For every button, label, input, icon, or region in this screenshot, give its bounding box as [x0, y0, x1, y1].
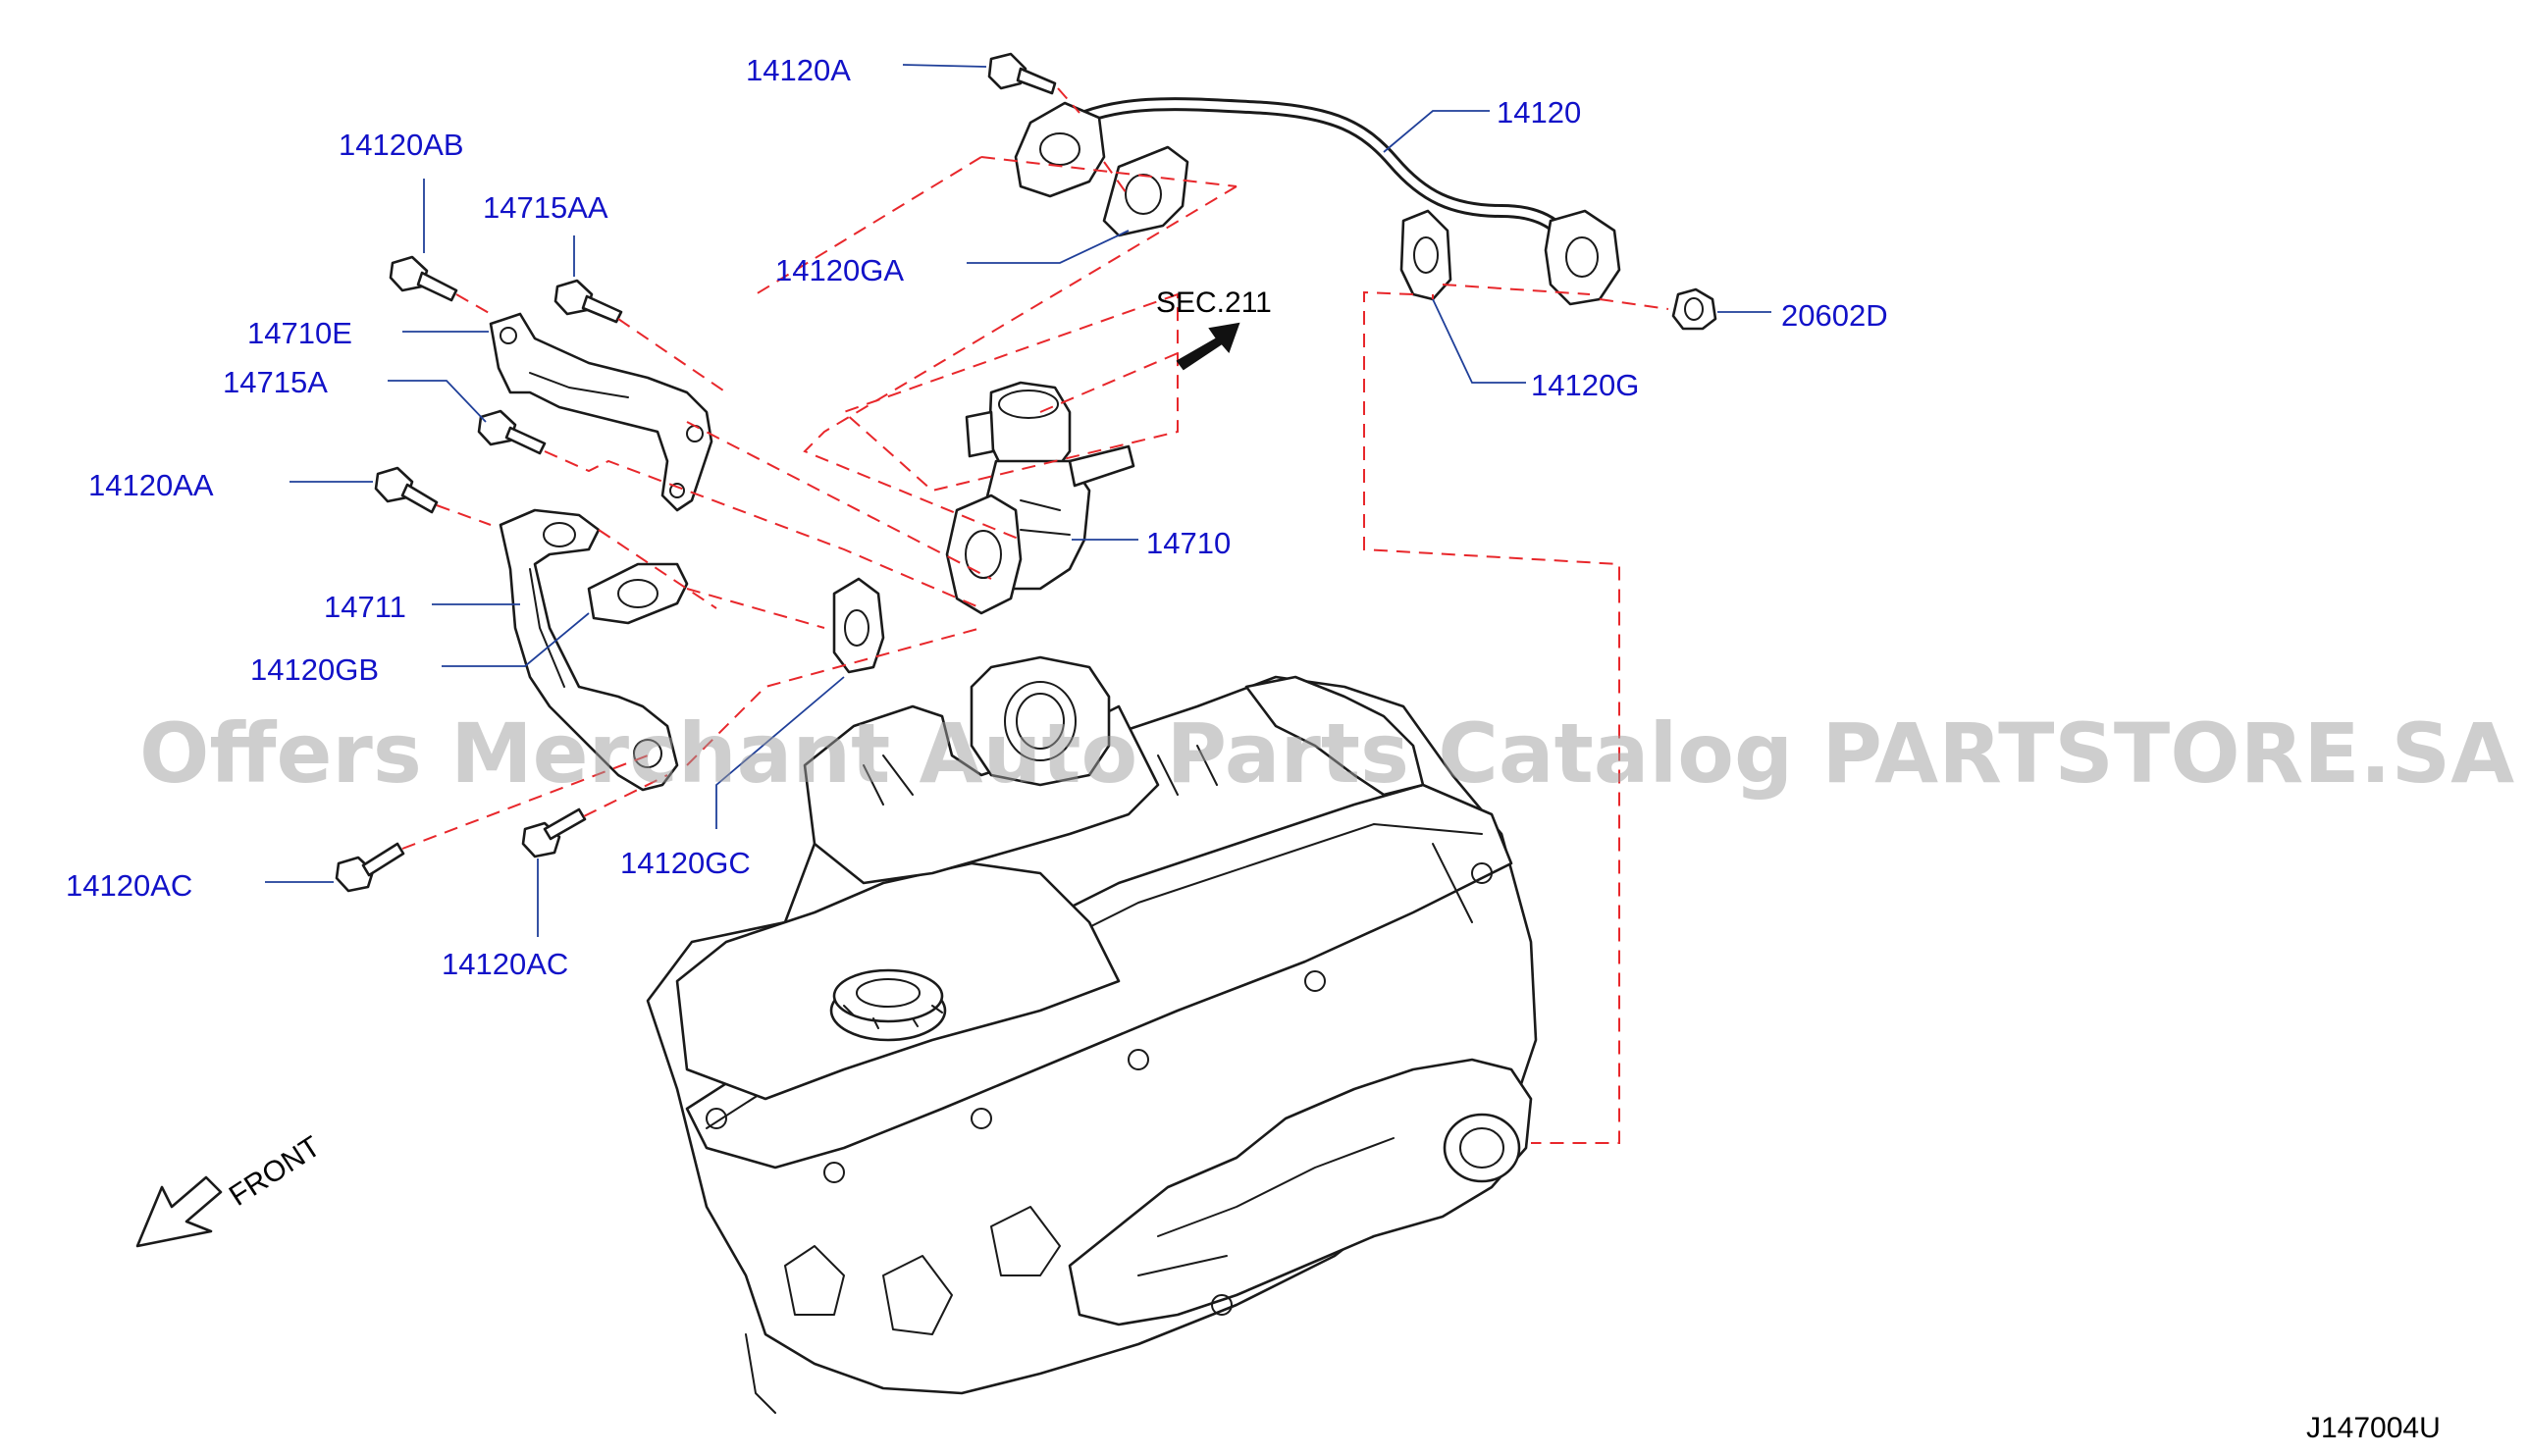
callout-labels: 14120A 14120 14120AB 14715AA 14120GA 206…: [66, 53, 1888, 981]
alignment-dashed-lines: [401, 87, 1669, 1144]
oil-filler-cap: [829, 968, 947, 1042]
label-14120ab: 14120AB: [339, 128, 464, 162]
front-direction-arrow: [135, 1175, 223, 1248]
gasket-14120gb: [587, 562, 689, 625]
label-14120g: 14120G: [1531, 368, 1639, 402]
label-14120a: 14120A: [746, 53, 851, 87]
gasket-14120g: [1399, 209, 1452, 301]
watermark-text: Offers Merchant Auto Parts Catalog PARTS…: [139, 705, 2514, 802]
label-14120ac-left: 14120AC: [66, 868, 192, 903]
bolt-14120ab: [389, 255, 458, 302]
leader-lines: [265, 64, 1771, 937]
egr-valve-14710: [945, 381, 1135, 615]
cylinder-head-engine: [646, 655, 1538, 1414]
egr-tube-14120: [1014, 97, 1621, 306]
section-reference-label: SEC.211: [1156, 286, 1272, 319]
egr-pipe-14711: [499, 508, 679, 792]
bolt-14120a: [987, 52, 1057, 95]
exhaust-manifold: [1068, 1058, 1533, 1326]
bolt-14715aa: [553, 279, 623, 324]
label-14120gb: 14120GB: [250, 652, 379, 687]
label-20602d: 20602D: [1781, 298, 1888, 333]
gasket-14120gc: [832, 577, 885, 674]
label-14715a: 14715A: [223, 365, 328, 399]
diagram-code: J147004U: [2306, 1412, 2441, 1444]
label-14120gc: 14120GC: [620, 846, 751, 880]
bolt-14715a: [477, 409, 547, 455]
sec-211-arrow: [1176, 322, 1240, 371]
label-14120aa: 14120AA: [88, 468, 214, 502]
label-14710e: 14710E: [247, 316, 352, 350]
bracket-14710e: [489, 312, 713, 512]
label-14715aa: 14715AA: [483, 190, 608, 225]
label-14120ac-bottom: 14120AC: [442, 947, 568, 981]
label-14710: 14710: [1146, 526, 1231, 560]
label-14120: 14120: [1497, 95, 1581, 130]
bolt-14120aa: [374, 466, 439, 514]
head-egr-flange: [970, 655, 1111, 787]
front-label: FRONT: [224, 1130, 327, 1213]
label-14120ga: 14120GA: [775, 253, 904, 287]
gasket-14120ga: [1102, 145, 1189, 237]
bolt-14120ac-left: [335, 842, 405, 893]
nut-20602d: [1671, 287, 1717, 331]
bolt-14120ac-bottom: [521, 807, 587, 858]
label-14711: 14711: [324, 590, 406, 624]
